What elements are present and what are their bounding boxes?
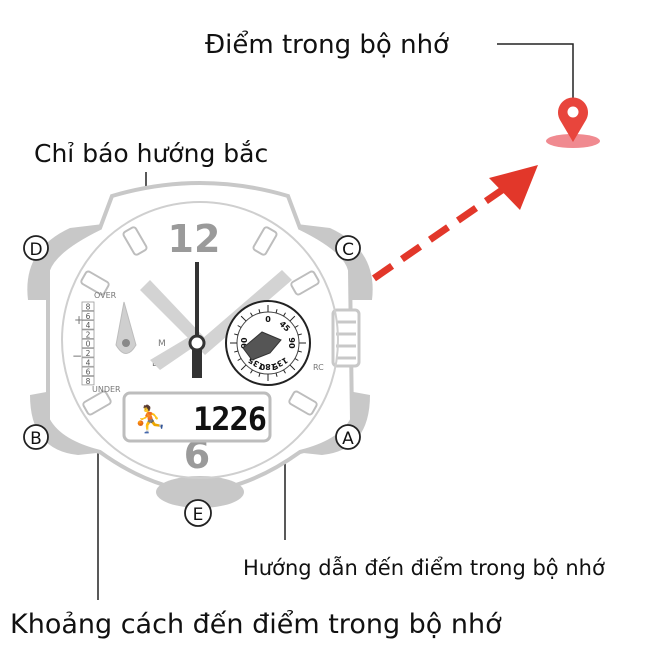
bottom-bumper	[156, 476, 244, 508]
hour-markers	[80, 226, 320, 416]
svg-text:E: E	[193, 505, 204, 525]
gauge-scale-label: 8	[86, 377, 91, 386]
direction-guide-hand	[242, 331, 282, 361]
button-c: C	[335, 235, 361, 261]
gauge-scale-label: 4	[86, 321, 91, 330]
gauge-scale-label: 8	[86, 303, 91, 312]
gauge-pivot	[122, 339, 130, 347]
callout-memory-point: Điểm trong bộ nhớ	[205, 29, 449, 60]
hand-pivot	[188, 334, 206, 352]
callout-direction-guide: Hướng dẫn đến điểm trong bộ nhớ	[243, 555, 605, 580]
gauge-scale-box	[81, 310, 95, 321]
gauge-scale-label: 6	[86, 368, 91, 377]
gauge-scale-label: 2	[86, 330, 91, 339]
gauge-scale-box	[81, 375, 95, 386]
gauge-scale-box	[81, 348, 95, 358]
hour-hand-left	[140, 280, 205, 350]
compass-tick	[283, 369, 286, 374]
gauge-scale-label: 6	[86, 312, 91, 321]
hand-bottom-left	[150, 335, 198, 370]
compass-tick	[283, 312, 286, 317]
memory-point-pin-icon	[546, 97, 600, 148]
gauge-scale-box	[81, 357, 95, 367]
numeral-twelve: 12	[168, 217, 221, 261]
gauge-scale-box	[81, 329, 95, 339]
compass-label: 0	[265, 315, 271, 324]
compass-tick	[250, 369, 253, 374]
lcd-walker-icon: ⛹	[134, 403, 166, 435]
compass-tick	[237, 325, 242, 328]
button-a: A	[335, 424, 361, 450]
lcd-frame	[122, 391, 272, 443]
compass-tick	[294, 325, 299, 328]
crown	[331, 308, 361, 368]
north-indicator-tail	[192, 346, 202, 378]
compass-tick	[258, 372, 261, 377]
callout-distance: Khoảng cách đến điểm trong bộ nhớ	[10, 609, 502, 640]
compass-tick	[234, 350, 239, 353]
compass-tick	[275, 372, 278, 377]
compass-label: 90	[287, 337, 296, 349]
compass-tick	[289, 315, 296, 322]
compass-tick	[275, 309, 278, 314]
compass-tick	[240, 364, 247, 371]
gauge-scale-label: 0	[86, 340, 91, 349]
gauge-scale-box	[81, 301, 95, 311]
callout-north-indicator: Chỉ báo hướng bắc	[34, 139, 268, 168]
compass-tick	[240, 315, 247, 322]
compass-label: 90	[240, 337, 249, 349]
button-e: E	[184, 499, 212, 527]
rc-label: RC	[313, 363, 324, 372]
compass-tick	[297, 333, 302, 336]
gauge-over-label: OVER	[94, 291, 117, 300]
gauge-scale-label: 2	[86, 349, 91, 358]
compass-tick	[289, 364, 296, 371]
dial-ring	[61, 201, 339, 479]
direction-arrow-head-icon	[489, 165, 538, 210]
svg-text:D: D	[29, 240, 42, 260]
compass-tick	[294, 358, 299, 361]
gauge-scale-label: 4	[86, 358, 91, 367]
leader-memory-point	[497, 43, 574, 98]
compass-tick	[250, 312, 253, 317]
lcd-distance-value: 1226	[193, 400, 266, 438]
compass-ticks	[230, 305, 306, 381]
compass-label: 180	[259, 362, 276, 371]
compass-tick	[234, 333, 239, 336]
compass-tick	[297, 350, 302, 353]
compass-tick	[258, 309, 261, 314]
gauge-scale-box	[81, 366, 95, 377]
gauge-m-label: M	[158, 339, 166, 349]
gauge-scale-box	[81, 338, 95, 349]
pin-hole	[567, 106, 579, 118]
lcd-display: ⛹ 1226	[122, 391, 272, 443]
gauge-under-label: UNDER	[92, 385, 121, 394]
button-b: B	[23, 424, 49, 450]
compass-tick	[237, 358, 242, 361]
gauge-scale-box	[81, 320, 95, 330]
gauge-plus: +	[74, 313, 84, 327]
button-d: D	[23, 235, 49, 261]
svg-text:A: A	[342, 429, 354, 449]
gauge-pointer	[115, 301, 137, 354]
pin-body	[558, 97, 588, 142]
svg-text:B: B	[30, 429, 42, 449]
gauge-minus: −	[72, 349, 82, 363]
svg-text:C: C	[342, 240, 354, 260]
